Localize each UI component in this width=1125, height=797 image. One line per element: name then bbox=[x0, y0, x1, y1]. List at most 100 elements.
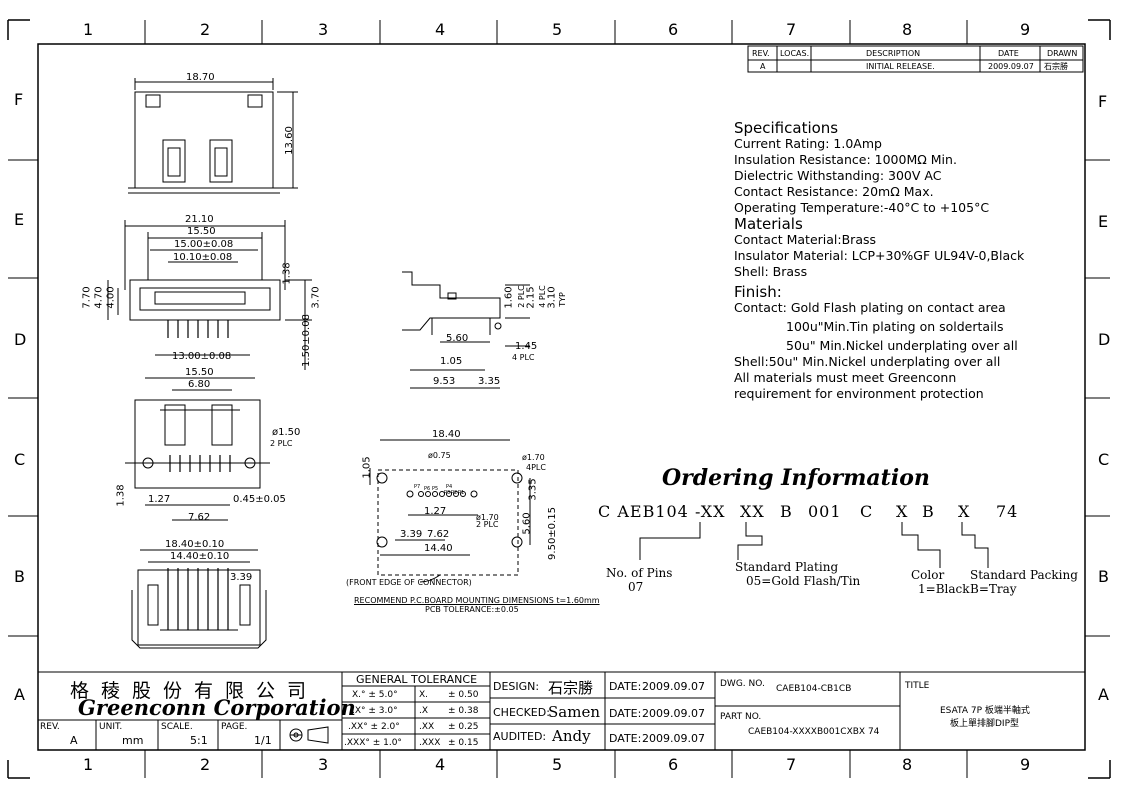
finish-line: 100u"Min.Tin plating on soldertails bbox=[786, 319, 1004, 334]
dim-plan-w2: 6.80 bbox=[188, 379, 211, 390]
pcb-pin-label: P4 bbox=[446, 484, 453, 490]
tolerance-decimal: .XX bbox=[419, 722, 435, 732]
dim-plan-p3: 7.62 bbox=[188, 512, 211, 523]
spec-line: Current Rating: 1.0Amp bbox=[734, 136, 882, 151]
checked-date: 2009.09.07 bbox=[642, 707, 705, 720]
date-label: DATE: bbox=[609, 732, 642, 745]
pcb-pin-label: P5 bbox=[432, 486, 439, 492]
grid-col-1-bottom: 1 bbox=[83, 755, 94, 774]
dim-front-h3: 4.00 bbox=[105, 286, 117, 309]
order-code-b2: B bbox=[922, 502, 935, 521]
page-label: PAGE. bbox=[221, 722, 248, 732]
top-view bbox=[128, 78, 298, 194]
order-code-b: B bbox=[780, 502, 793, 521]
dim-plan-hole: ø1.50 bbox=[272, 427, 301, 438]
grid-col-2: 2 bbox=[200, 20, 211, 39]
dim-pcb-p2-note: 2 PLC bbox=[476, 520, 499, 529]
general-tolerance-title: GENERAL TOLERANCE bbox=[356, 673, 478, 686]
pins-value: 07 bbox=[628, 580, 644, 594]
audited-label: AUDITED: bbox=[493, 730, 547, 743]
dim-side-e: 1.45 bbox=[515, 341, 538, 352]
rev-row-rev: A bbox=[760, 62, 766, 71]
rev-row-drawn: 石宗勝 bbox=[1044, 62, 1068, 71]
grid-col-1: 1 bbox=[83, 20, 94, 39]
scale-value: 5:1 bbox=[190, 734, 208, 747]
rev-row-date: 2009.09.07 bbox=[988, 62, 1034, 71]
grid-col-3-bottom: 3 bbox=[318, 755, 329, 774]
tolerance-angle: .XXX° ± 1.0° bbox=[344, 738, 402, 748]
rev-header-rev: REV. bbox=[752, 49, 770, 58]
tolerance-angle: X.° ± 5.0° bbox=[352, 690, 398, 700]
dim-pcb-p4: 3.39 bbox=[400, 529, 423, 540]
dim-side-f: 1.05 bbox=[440, 356, 463, 367]
finish-title: Finish: bbox=[734, 283, 782, 301]
dim-front-h4: 1.38 bbox=[281, 262, 293, 285]
dim-bottom-w2: 14.40±0.10 bbox=[170, 551, 230, 562]
grid-col-3: 3 bbox=[318, 20, 329, 39]
pcb-recommend-note: RECOMMEND P.C.BOARD MOUNTING DIMENSIONS … bbox=[354, 596, 600, 605]
finish-line: 50u" Min.Nickel underplating over all bbox=[786, 338, 1018, 353]
dim-pcb-hole2-note: 4PLC bbox=[526, 463, 546, 472]
color-value: 1=Black bbox=[918, 582, 970, 596]
dim-pcb-hole2: ø1.70 bbox=[522, 453, 545, 462]
unit-label: UNIT. bbox=[99, 722, 123, 732]
pcb-layout bbox=[369, 439, 531, 583]
order-code-packing: X bbox=[958, 502, 971, 521]
dim-side-c: 3.10 bbox=[546, 286, 558, 309]
pcb-pin-label: P1 bbox=[458, 490, 465, 496]
grid-col-5-bottom: 5 bbox=[552, 755, 563, 774]
specifications-block: Specifications Current Rating: 1.0Amp In… bbox=[734, 120, 1024, 402]
dim-front-w2: 15.50 bbox=[187, 226, 216, 237]
grid-col-4-bottom: 4 bbox=[435, 755, 446, 774]
dim-front-h5: 3.70 bbox=[310, 286, 322, 309]
dim-front-bottom: 13.00±0.08 bbox=[172, 351, 232, 362]
title-line-1: ESATA 7P 板端半軸式 bbox=[940, 706, 1030, 716]
dim-pcb-hole1: ø0.75 bbox=[428, 451, 451, 460]
grid-col-8-bottom: 8 bbox=[902, 755, 913, 774]
grid-row-f: F bbox=[14, 90, 24, 109]
dim-front-w4: 10.10±0.08 bbox=[173, 252, 233, 263]
title-line-2: 板上單排腳DIP型 bbox=[950, 719, 1020, 729]
dim-front-h2: 4.70 bbox=[93, 286, 105, 309]
grid-row-e: E bbox=[14, 210, 25, 229]
grid-row-b: B bbox=[14, 567, 25, 586]
tolerance-value: ± 0.25 bbox=[448, 722, 479, 732]
grid-row-d: D bbox=[14, 330, 27, 349]
rev-value: A bbox=[70, 734, 78, 747]
order-code-prefix: C AEB104 -XX bbox=[598, 502, 726, 521]
spec-line: Insulation Resistance: 1000MΩ Min. bbox=[734, 152, 957, 167]
order-code-001: 001 bbox=[808, 502, 842, 521]
grid-row-a: A bbox=[14, 685, 25, 704]
dim-side-d: 5.60 bbox=[446, 333, 469, 344]
grid-row-c: C bbox=[14, 450, 26, 469]
dim-pcb-p2: ø1.70 bbox=[476, 513, 499, 522]
dim-pcb-v2: 3.35 bbox=[527, 478, 539, 501]
dim-pcb-p3: 7.62 bbox=[427, 529, 450, 540]
grid-row-a-right: A bbox=[1098, 685, 1109, 704]
tolerance-value: ± 0.38 bbox=[448, 706, 479, 716]
material-line: Contact Material:Brass bbox=[734, 232, 876, 247]
front-view bbox=[107, 220, 312, 370]
finish-line: Contact: Gold Flash plating on contact a… bbox=[734, 300, 1006, 315]
tolerance-decimal: X. bbox=[419, 690, 429, 700]
material-line: Shell: Brass bbox=[734, 264, 808, 279]
grid-row-c-right: C bbox=[1098, 450, 1110, 469]
spec-line: Contact Resistance: 20mΩ Max. bbox=[734, 184, 934, 199]
dim-side-b-note: 4 PLC bbox=[537, 285, 547, 308]
scale-label: SCALE. bbox=[161, 722, 193, 732]
unit-value: mm bbox=[122, 734, 144, 747]
grid-col-8: 8 bbox=[902, 20, 913, 39]
tolerance-value: ± 0.50 bbox=[448, 690, 479, 700]
design-date: 2009.09.07 bbox=[642, 680, 705, 693]
pcb-pin-label: P6 bbox=[424, 486, 431, 492]
dim-side-b: 2.15 bbox=[525, 286, 537, 309]
dim-side-h: 3.35 bbox=[478, 376, 501, 387]
projection-symbol-icon bbox=[283, 726, 284, 727]
dim-pcb-p1: 1.27 bbox=[424, 506, 447, 517]
plating-label: Standard Plating bbox=[735, 560, 839, 574]
color-label: Color bbox=[911, 568, 945, 582]
dim-pcb-v3: 5.60 bbox=[521, 512, 533, 535]
design-label: DESIGN: bbox=[493, 680, 540, 693]
